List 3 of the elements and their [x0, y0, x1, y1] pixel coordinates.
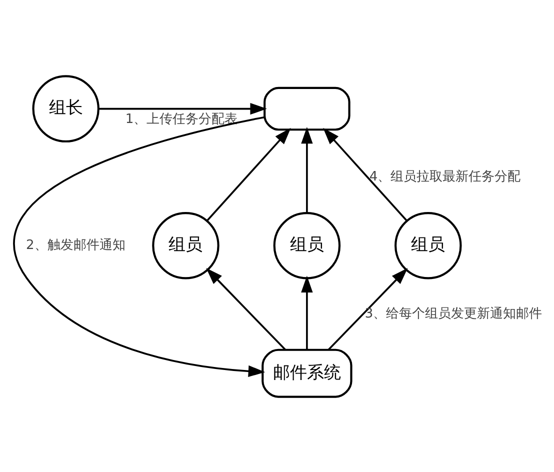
edge-label: 2、触发邮件通知 — [26, 237, 126, 252]
edge-label: 4、组员拉取最新任务分配 — [369, 168, 521, 184]
edge-label: 3、给每个组员发更新通知邮件 — [364, 306, 542, 321]
